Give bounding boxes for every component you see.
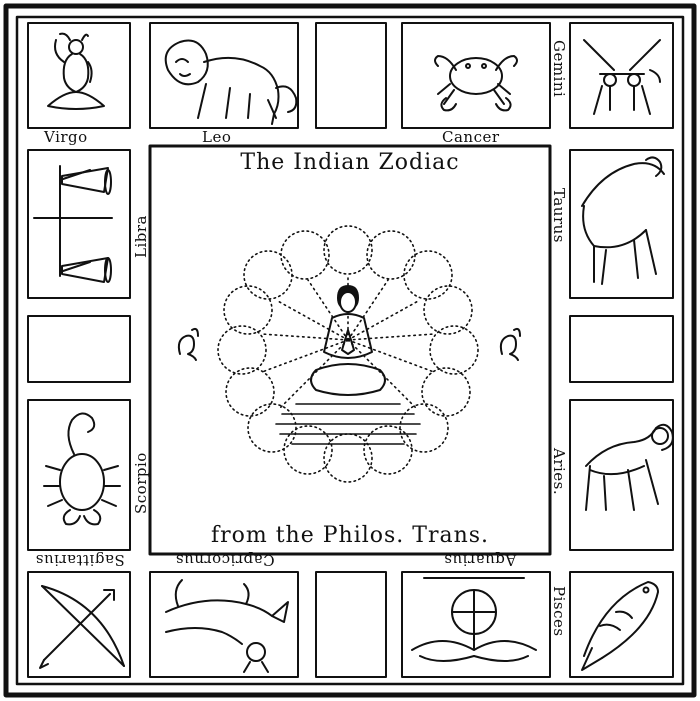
serpent-glyph-left [177,327,199,361]
cancer-figure [434,55,518,112]
virgo-label: Virgo [44,128,88,146]
libra-figure [33,165,113,283]
aries-figure [585,423,674,511]
top-row [27,22,674,129]
plate-title: The Indian Zodiac [240,150,460,175]
sagittarius-label: Sagittarius [35,551,125,569]
left-column [27,149,131,551]
capricornus-figure [165,579,289,673]
gemini-label: Gemini [550,40,568,98]
leo-label: Leo [202,128,232,146]
cancer-label: Cancer [442,128,500,146]
libra-label: Libra [132,215,150,258]
gemini-figure [583,39,661,115]
water-lines [275,403,421,445]
aries-label: Aries. [550,448,568,496]
pisces-figure [581,581,659,671]
center-panel [148,144,552,556]
aureole [217,225,479,483]
inner-frame [15,15,685,686]
capricornus-label: Capricornus [175,551,275,569]
pisces-label: Pisces [550,586,568,637]
sagittarius-figure [39,585,125,669]
taurus-figure [581,156,665,285]
aquarius-label: Aquarius [443,551,517,569]
virgo-figure [47,32,105,110]
outer-frame [3,3,697,698]
bottom-row [27,571,674,678]
taurus-label: Taurus [550,188,568,243]
seated-figure [310,285,386,396]
scorpio-label: Scorpio [132,452,150,514]
scorpio-figure [43,412,121,526]
leo-figure [164,39,298,125]
right-column [569,149,674,551]
serpent-glyph-right [499,327,521,361]
aureole-rays [261,275,435,409]
aquarius-figure [411,577,537,662]
plate-subtitle: from the Philos. Trans. [210,523,490,548]
